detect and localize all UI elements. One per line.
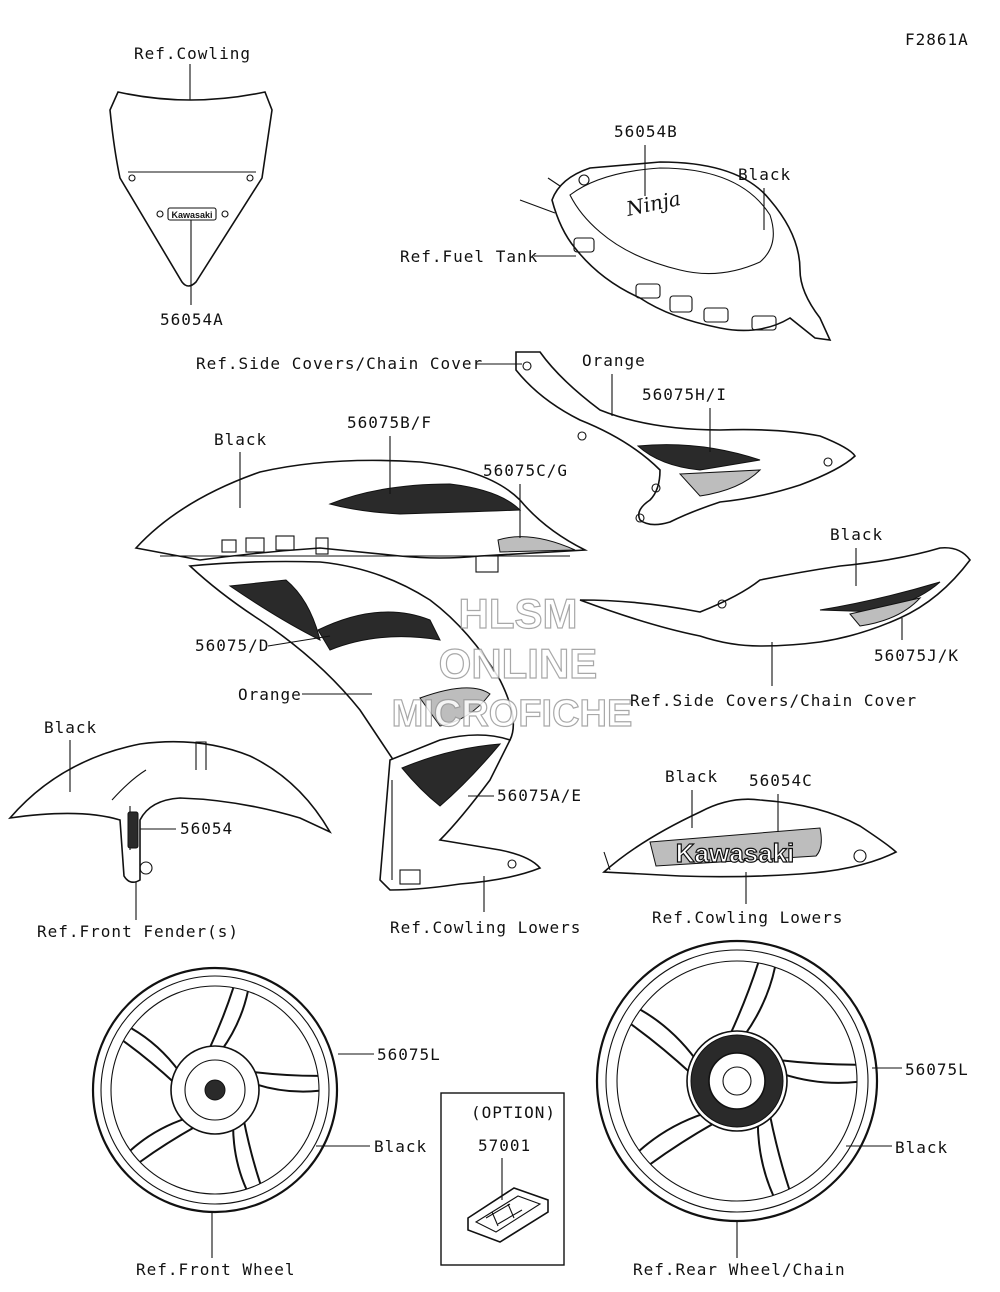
- label-56054C: 56054C: [749, 771, 813, 790]
- label-orange-top: Orange: [582, 351, 646, 370]
- front-fender-part: [8, 740, 332, 884]
- spoke: [130, 1027, 181, 1073]
- front-wheel-spokes: [122, 987, 320, 1190]
- label-56075L-rear: 56075L: [905, 1060, 969, 1079]
- label-ref-rear-wheel: Ref.Rear Wheel/Chain: [633, 1260, 846, 1279]
- label-black-rear-wheel: Black: [895, 1138, 948, 1157]
- spoke: [638, 1112, 705, 1152]
- label-option: (OPTION): [471, 1103, 556, 1122]
- cowling-lower-right-part: Kawasaki: [602, 798, 898, 878]
- label-56075JK: 56075J/K: [874, 646, 959, 665]
- label-ref-side-covers-bottom: Ref.Side Covers/Chain Cover: [630, 691, 917, 710]
- spoke: [782, 1072, 858, 1084]
- label-56054B: 56054B: [614, 122, 678, 141]
- label-black-lower: Black: [665, 767, 718, 786]
- label-56075L-front: 56075L: [377, 1045, 441, 1064]
- label-56075D: 56075/D: [195, 636, 269, 655]
- spoke: [139, 1124, 198, 1163]
- lower-side-cover-part: [579, 546, 971, 647]
- spoke: [777, 1059, 856, 1066]
- label-ref-cowling-lowers-right: Ref.Cowling Lowers: [652, 908, 843, 927]
- label-black-tank: Black: [738, 165, 791, 184]
- label-57001: 57001: [478, 1136, 531, 1155]
- spoke: [129, 1117, 187, 1152]
- option-box: [440, 1092, 565, 1266]
- kawasaki-decal-small: Kawasaki: [171, 210, 212, 220]
- label-black-front-wheel: Black: [374, 1137, 427, 1156]
- label-black-side: Black: [830, 525, 883, 544]
- label-ref-cowling: Ref.Cowling: [134, 44, 251, 63]
- windscreen-part: Kawasaki: [109, 91, 273, 287]
- watermark-line1: HLSM: [459, 590, 578, 637]
- watermark-line2: ONLINE: [439, 640, 598, 687]
- spoke: [207, 987, 235, 1051]
- upper-side-cover-part: [515, 351, 857, 526]
- spoke: [630, 1023, 693, 1075]
- label-ref-fuel-tank: Ref.Fuel Tank: [400, 247, 538, 266]
- kawasaki-decal-large: Kawasaki: [676, 838, 795, 868]
- label-orange-cowl: Orange: [238, 685, 302, 704]
- label-ref-front-wheel: Ref.Front Wheel: [136, 1260, 296, 1279]
- label-56075BF: 56075B/F: [347, 413, 432, 432]
- figure-code: F2861A: [905, 30, 969, 49]
- spoke: [242, 1118, 262, 1184]
- spoke: [220, 991, 249, 1052]
- label-56075HI: 56075H/I: [642, 385, 727, 404]
- spoke: [768, 1113, 791, 1190]
- cowling-lower-left-part: [379, 734, 542, 891]
- label-56075CG: 56075C/G: [483, 461, 568, 480]
- spoke: [250, 1070, 319, 1077]
- fuel-tank-part: Ninja: [519, 161, 832, 341]
- spoke: [122, 1040, 177, 1085]
- spoke: [728, 962, 760, 1037]
- side-cowling-part: [134, 459, 589, 776]
- label-ref-side-covers-top: Ref.Side Covers/Chain Cover: [196, 354, 483, 373]
- front-wheel-part: [91, 966, 339, 1214]
- spoke: [254, 1082, 320, 1093]
- label-black-cowl: Black: [214, 430, 267, 449]
- rear-wheel-spokes: [630, 962, 858, 1196]
- spoke: [232, 1125, 248, 1190]
- label-56075AE: 56075A/E: [497, 786, 582, 805]
- watermark-line3: MICROFICHE: [392, 693, 633, 735]
- label-ref-cowling-lowers-left: Ref.Cowling Lowers: [390, 918, 581, 937]
- label-56054A: 56054A: [160, 310, 224, 329]
- spoke: [649, 1121, 717, 1165]
- spoke: [640, 1008, 697, 1061]
- spoke: [743, 966, 776, 1037]
- spoke: [756, 1121, 775, 1196]
- rear-wheel-part: [595, 939, 879, 1223]
- label-56054: 56054: [180, 819, 233, 838]
- label-black-fender: Black: [44, 718, 97, 737]
- label-ref-front-fender: Ref.Front Fender(s): [37, 922, 239, 941]
